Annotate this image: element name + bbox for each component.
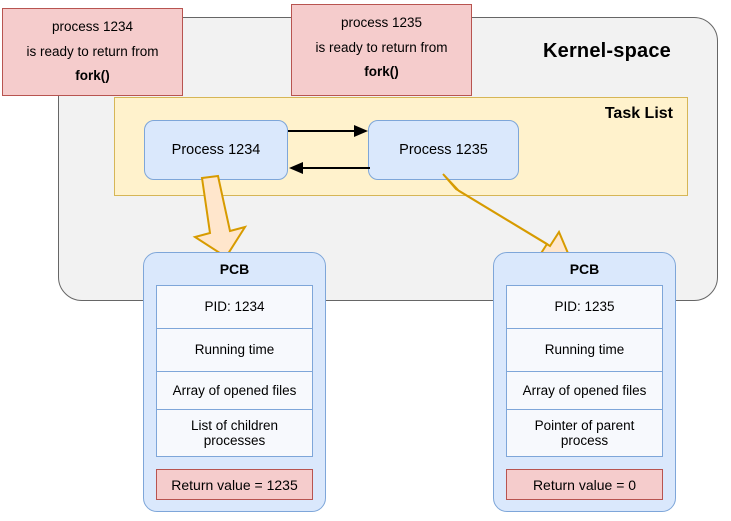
process-box-1235[interactable]: Process 1235 — [368, 120, 519, 180]
pcb-right-container: PCB PID: 1235 Running time Array of open… — [493, 252, 676, 512]
pcb-left-container: PCB PID: 1234 Running time Array of open… — [143, 252, 326, 512]
callout-process-1235: process 1235 is ready to return from for… — [291, 4, 472, 96]
pcb-right-title: PCB — [569, 261, 600, 277]
callout-process-1235-line2: is ready to return from — [315, 39, 448, 55]
kernel-space-title: Kernel-space — [542, 40, 671, 62]
pcb-right-field-pid: PID: 1235 — [506, 285, 663, 328]
pcb-left-field-pid: PID: 1234 — [156, 285, 313, 328]
callout-process-1234: process 1234 is ready to return from for… — [2, 8, 183, 96]
process-box-1234-label: Process 1234 — [171, 142, 261, 158]
pcb-left-fields: PID: 1234 Running time Array of opened f… — [156, 285, 313, 457]
pcb-right-field-running-time: Running time — [506, 328, 663, 371]
pcb-right-return-value: Return value = 0 — [506, 469, 663, 500]
callout-process-1235-line1: process 1235 — [340, 15, 423, 30]
process-1235-to-1234-arrow — [289, 162, 370, 174]
pcb-right-field-parent-pointer: Pointer of parent process — [506, 409, 663, 457]
pcb-left-return-value: Return value = 1235 — [156, 469, 313, 500]
pcb-left-field-opened-files: Array of opened files — [156, 371, 313, 409]
pcb-right-fields: PID: 1235 Running time Array of opened f… — [506, 285, 663, 457]
pcb-left-field-children-processes: List of children processes — [156, 409, 313, 457]
process-link-arrows — [288, 125, 370, 174]
process-1234-to-pcb-left-arrow — [192, 174, 248, 259]
pcb-left-field-running-time: Running time — [156, 328, 313, 371]
task-list-title: Task List — [604, 105, 673, 122]
callout-process-1235-line3: fork() — [364, 64, 399, 79]
callout-process-1234-line1: process 1234 — [51, 19, 134, 34]
pcb-right-field-opened-files: Array of opened files — [506, 371, 663, 409]
callout-process-1234-line3: fork() — [75, 68, 110, 83]
callout-process-1234-line2: is ready to return from — [26, 43, 159, 59]
process-box-1234[interactable]: Process 1234 — [144, 120, 288, 180]
process-1234-to-1235-arrow — [288, 125, 368, 137]
process-box-1235-label: Process 1235 — [399, 142, 488, 158]
pcb-left-title: PCB — [219, 261, 250, 277]
